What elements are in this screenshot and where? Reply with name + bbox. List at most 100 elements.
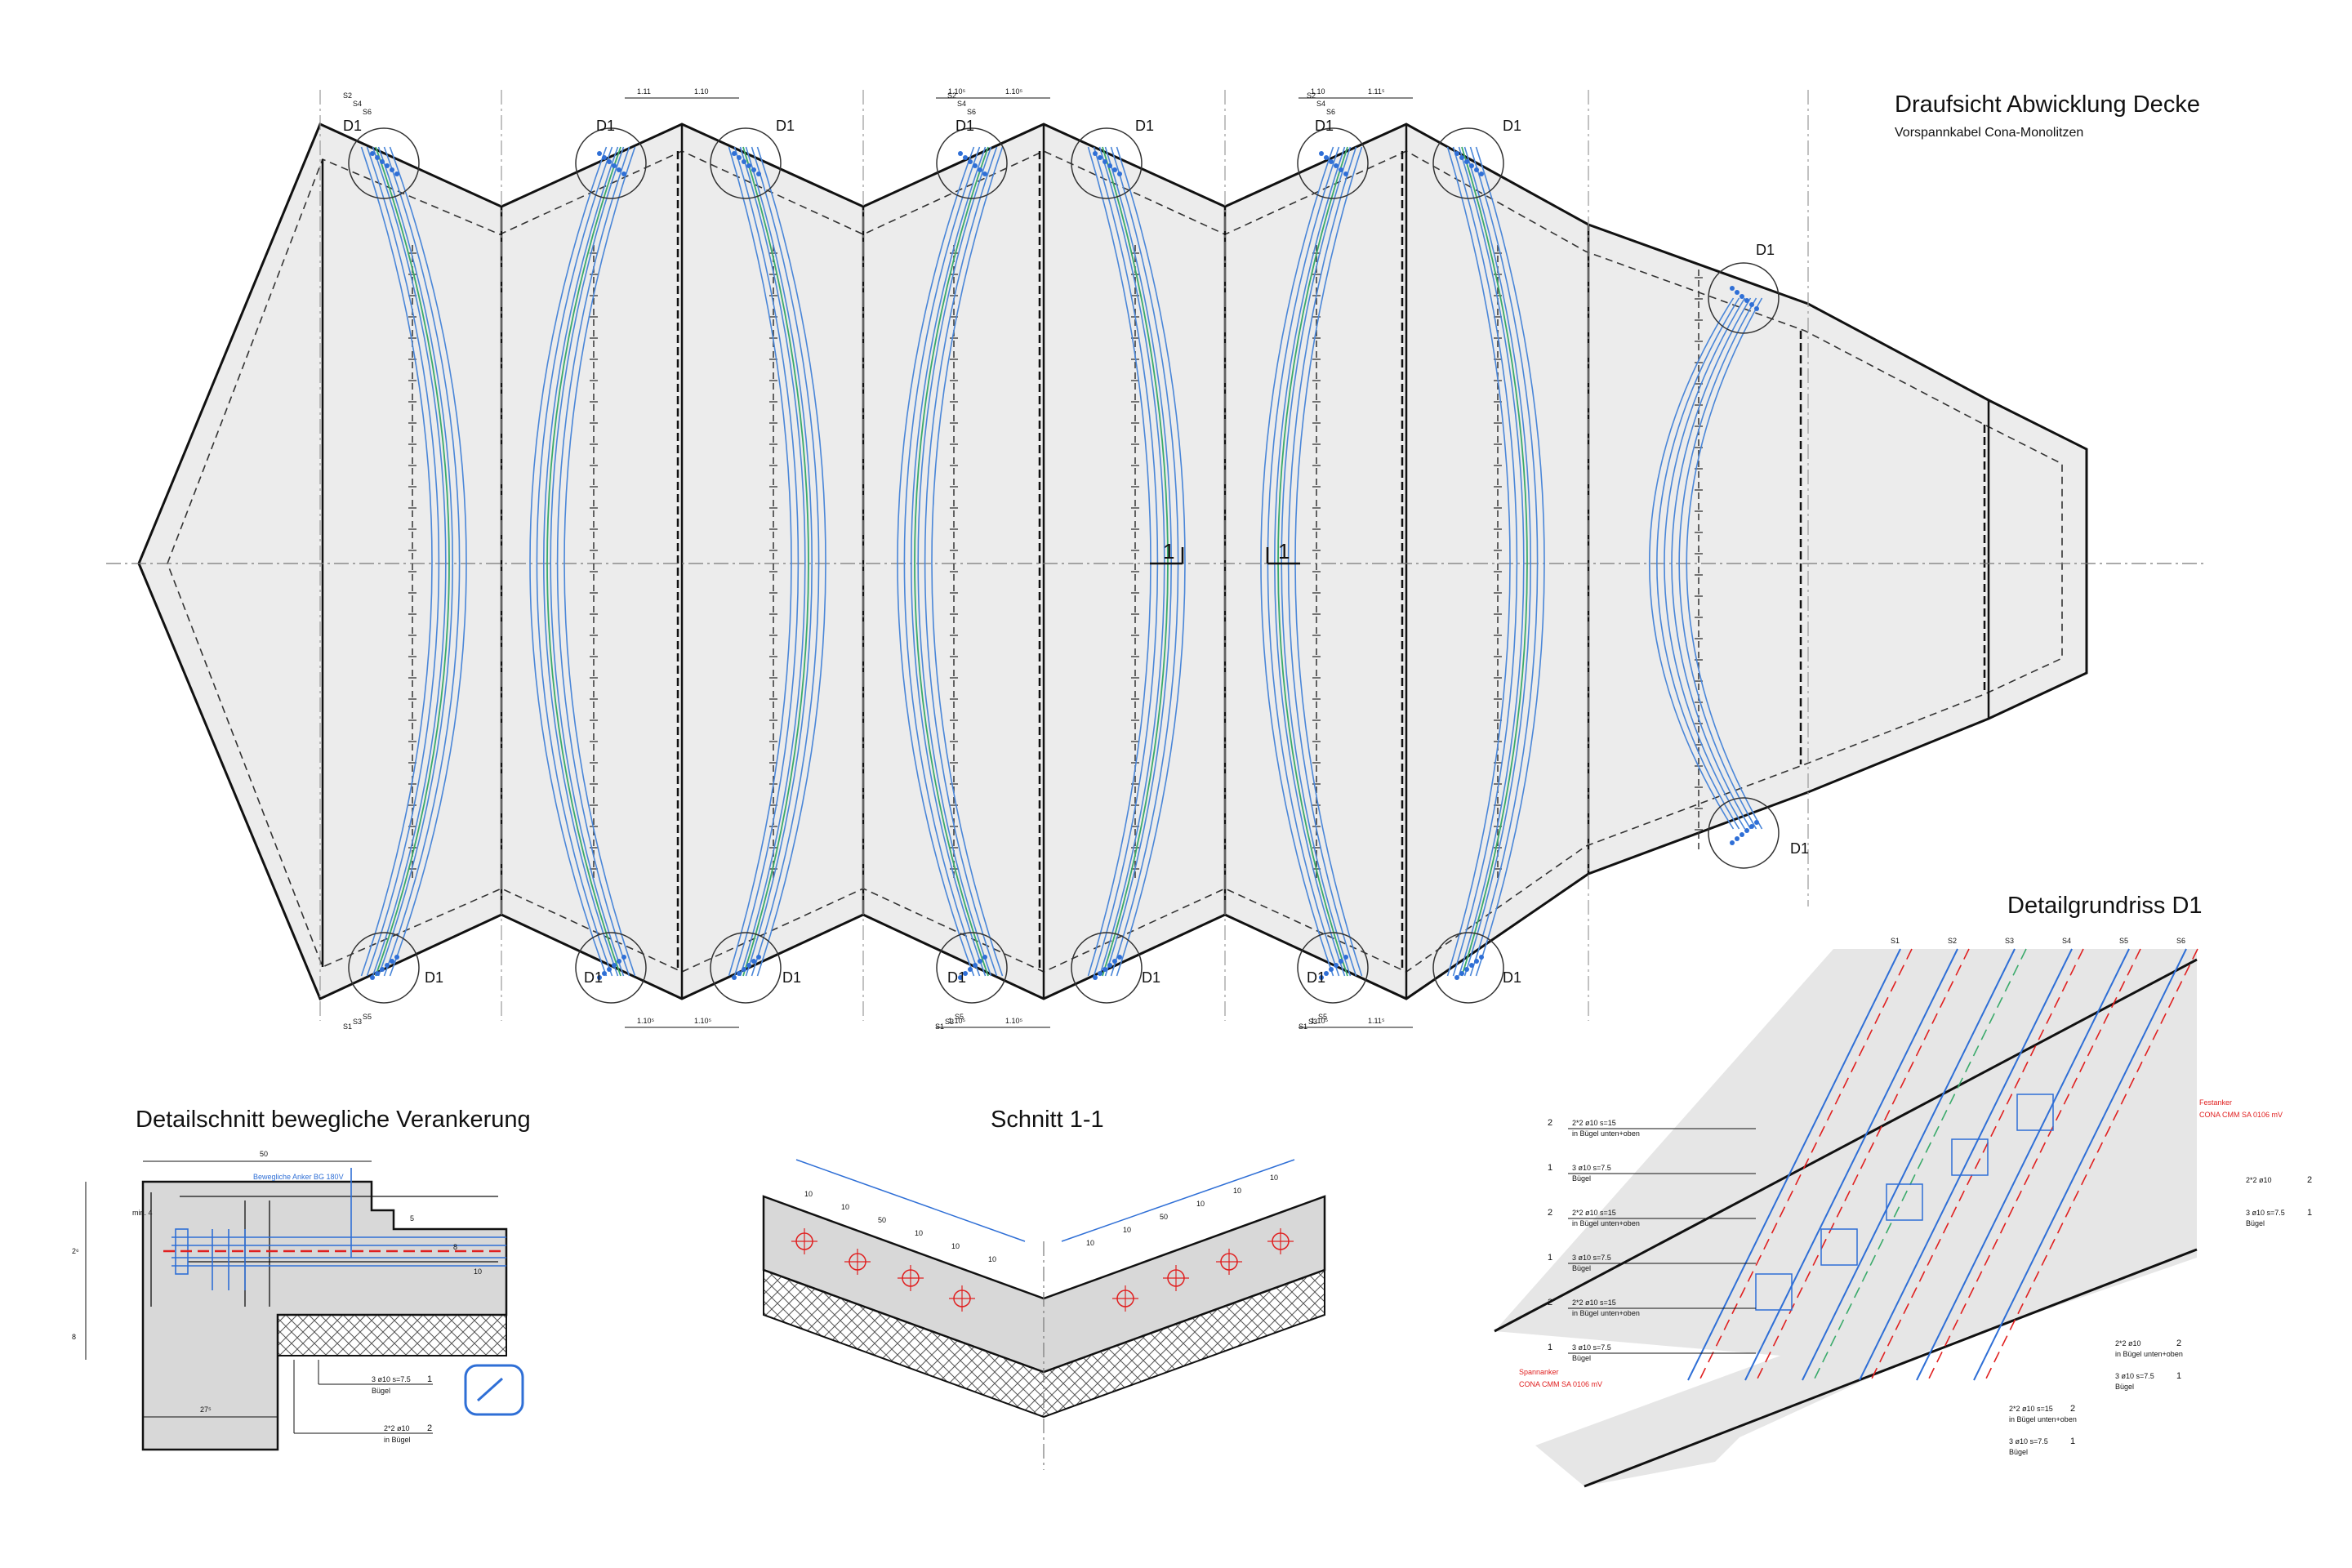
anchor-dot <box>751 167 756 172</box>
anchor-dot <box>1098 971 1102 976</box>
detail-callout-note: Bügel <box>2246 1219 2265 1227</box>
anchor-dot <box>385 963 390 968</box>
tendon-strand <box>1294 146 1363 977</box>
anchor-callout-text: 2*2 ø10 <box>384 1424 410 1432</box>
detail-circle <box>348 932 420 1004</box>
tendon-strand <box>1260 146 1334 977</box>
anchor-dot <box>390 167 394 172</box>
anchor-plate <box>1755 1273 1793 1311</box>
plan-dim-bottom: 1.10⁵ <box>948 1017 966 1025</box>
tendon-strand <box>924 146 998 977</box>
anchor-dot <box>978 167 982 172</box>
tendon-strand <box>389 146 467 977</box>
tendon-strand <box>1110 146 1179 977</box>
strand-label: S1 <box>1298 1022 1307 1031</box>
section-dim-left: 50 <box>878 1216 886 1224</box>
tendon-strand <box>1098 146 1165 977</box>
tendon-cables <box>360 146 1763 977</box>
anchor-dot <box>1464 159 1469 164</box>
detail-callout-text: 3 ø10 s=7.5 <box>2009 1437 2048 1446</box>
tendon-centre <box>1277 146 1348 977</box>
anchor-dot <box>968 967 973 972</box>
section-dim-left: 10 <box>988 1255 996 1263</box>
tendon-strand <box>1469 146 1539 977</box>
anchor-dot <box>597 975 602 980</box>
section-mark-left: 1 <box>1150 539 1184 565</box>
anchor-dot <box>1329 967 1334 972</box>
anchor-dot <box>617 959 621 964</box>
anchor-plate <box>2016 1094 2054 1131</box>
section-dim-left: 10 <box>841 1203 849 1211</box>
anchor-dot <box>1117 172 1122 176</box>
strand-label: S4 <box>1316 100 1325 108</box>
detail-strand-label: S4 <box>2062 937 2071 945</box>
detail-callout-text: 2*2 ø10 s=15 <box>1572 1119 1616 1127</box>
anchor-dim-left2: 8 <box>72 1333 76 1341</box>
detail-circle <box>710 127 782 199</box>
festanker-type: CONA CMM SA 0106 mV <box>2199 1111 2283 1119</box>
anchor-dot <box>1454 151 1459 156</box>
anchor-dot <box>1454 975 1459 980</box>
anchor-dot <box>380 159 385 164</box>
anchor-dot <box>1735 290 1740 295</box>
plan-dim-top: 1.10 <box>694 87 709 96</box>
anchor-dot <box>1334 963 1339 968</box>
anchor-dot <box>617 167 621 172</box>
section-mark-right: 1 <box>1266 539 1300 565</box>
detail-callout-pos: 1 <box>1548 1343 1552 1352</box>
detail-callout-note: in Bügel unten+oben <box>1572 1219 1640 1227</box>
tendon-strand <box>756 146 826 977</box>
section-dim-left: 10 <box>951 1242 960 1250</box>
anchor-dim-top: 50 <box>260 1150 268 1158</box>
tendon-strand <box>1686 297 1763 830</box>
detail-callout-text: 3 ø10 s=7.5 <box>2246 1209 2285 1217</box>
fold-dashed <box>676 151 1986 972</box>
plan-title: Draufsicht Abwicklung Decke <box>1895 91 2200 118</box>
detail-callout-text: 3 ø10 s=7.5 <box>1572 1254 1611 1262</box>
anchor-dot <box>390 959 394 964</box>
detail-plan-slab <box>1494 949 2197 1486</box>
anchor-dot <box>607 159 612 164</box>
spannanker-title: Spannanker <box>1519 1368 1559 1376</box>
tendon-strand <box>556 146 630 977</box>
anchor-dot <box>1117 955 1122 960</box>
detail-circle <box>1297 932 1369 1004</box>
anchor-dot <box>1479 172 1484 176</box>
tendon-strand <box>931 146 1004 977</box>
anchor-dot <box>1744 828 1749 833</box>
anchor-dim-right-1: 8 <box>453 1243 457 1251</box>
detail-tag: D1 <box>1315 118 1334 134</box>
anchor-dot <box>963 155 968 160</box>
anchor-dot <box>1474 167 1479 172</box>
detail-strand-axis <box>1813 948 2027 1381</box>
detail-callout-text: 3 ø10 s=7.5 <box>1572 1164 1611 1172</box>
detail-circle <box>1708 797 1780 869</box>
festanker-title: Festanker <box>2199 1098 2232 1107</box>
anchor-dot <box>958 975 963 980</box>
detail-callout-pos: 1 <box>1548 1163 1552 1173</box>
strand-label: S6 <box>1326 108 1335 116</box>
detail-tag: D1 <box>947 969 966 986</box>
anchor-dot <box>973 163 978 168</box>
tendon-strand <box>550 146 625 977</box>
detail-callout-pos: 1 <box>2070 1437 2075 1446</box>
detail-circle <box>1432 127 1504 199</box>
anchor-dot <box>1479 955 1484 960</box>
anchor-dot <box>742 967 746 972</box>
detail-tag: D1 <box>1790 840 1809 857</box>
anchor-dot <box>1102 159 1107 164</box>
rebar-tick-lines <box>408 245 1703 882</box>
tendon-centre <box>1461 146 1528 977</box>
detail-circle <box>1432 932 1504 1004</box>
plan-subtitle: Vorspannkabel Cona-Monolitzen <box>1895 126 2083 140</box>
plan-dim-top: 1.10⁵ <box>948 87 966 96</box>
section-mark-label: 1 <box>1278 539 1290 564</box>
plan-dim-top: 1.11 <box>637 87 651 96</box>
detail-circle <box>1071 932 1143 1004</box>
detail-strand <box>1916 948 2130 1381</box>
section-dim-right: 10 <box>1123 1226 1131 1234</box>
strand-label: S6 <box>363 108 372 116</box>
